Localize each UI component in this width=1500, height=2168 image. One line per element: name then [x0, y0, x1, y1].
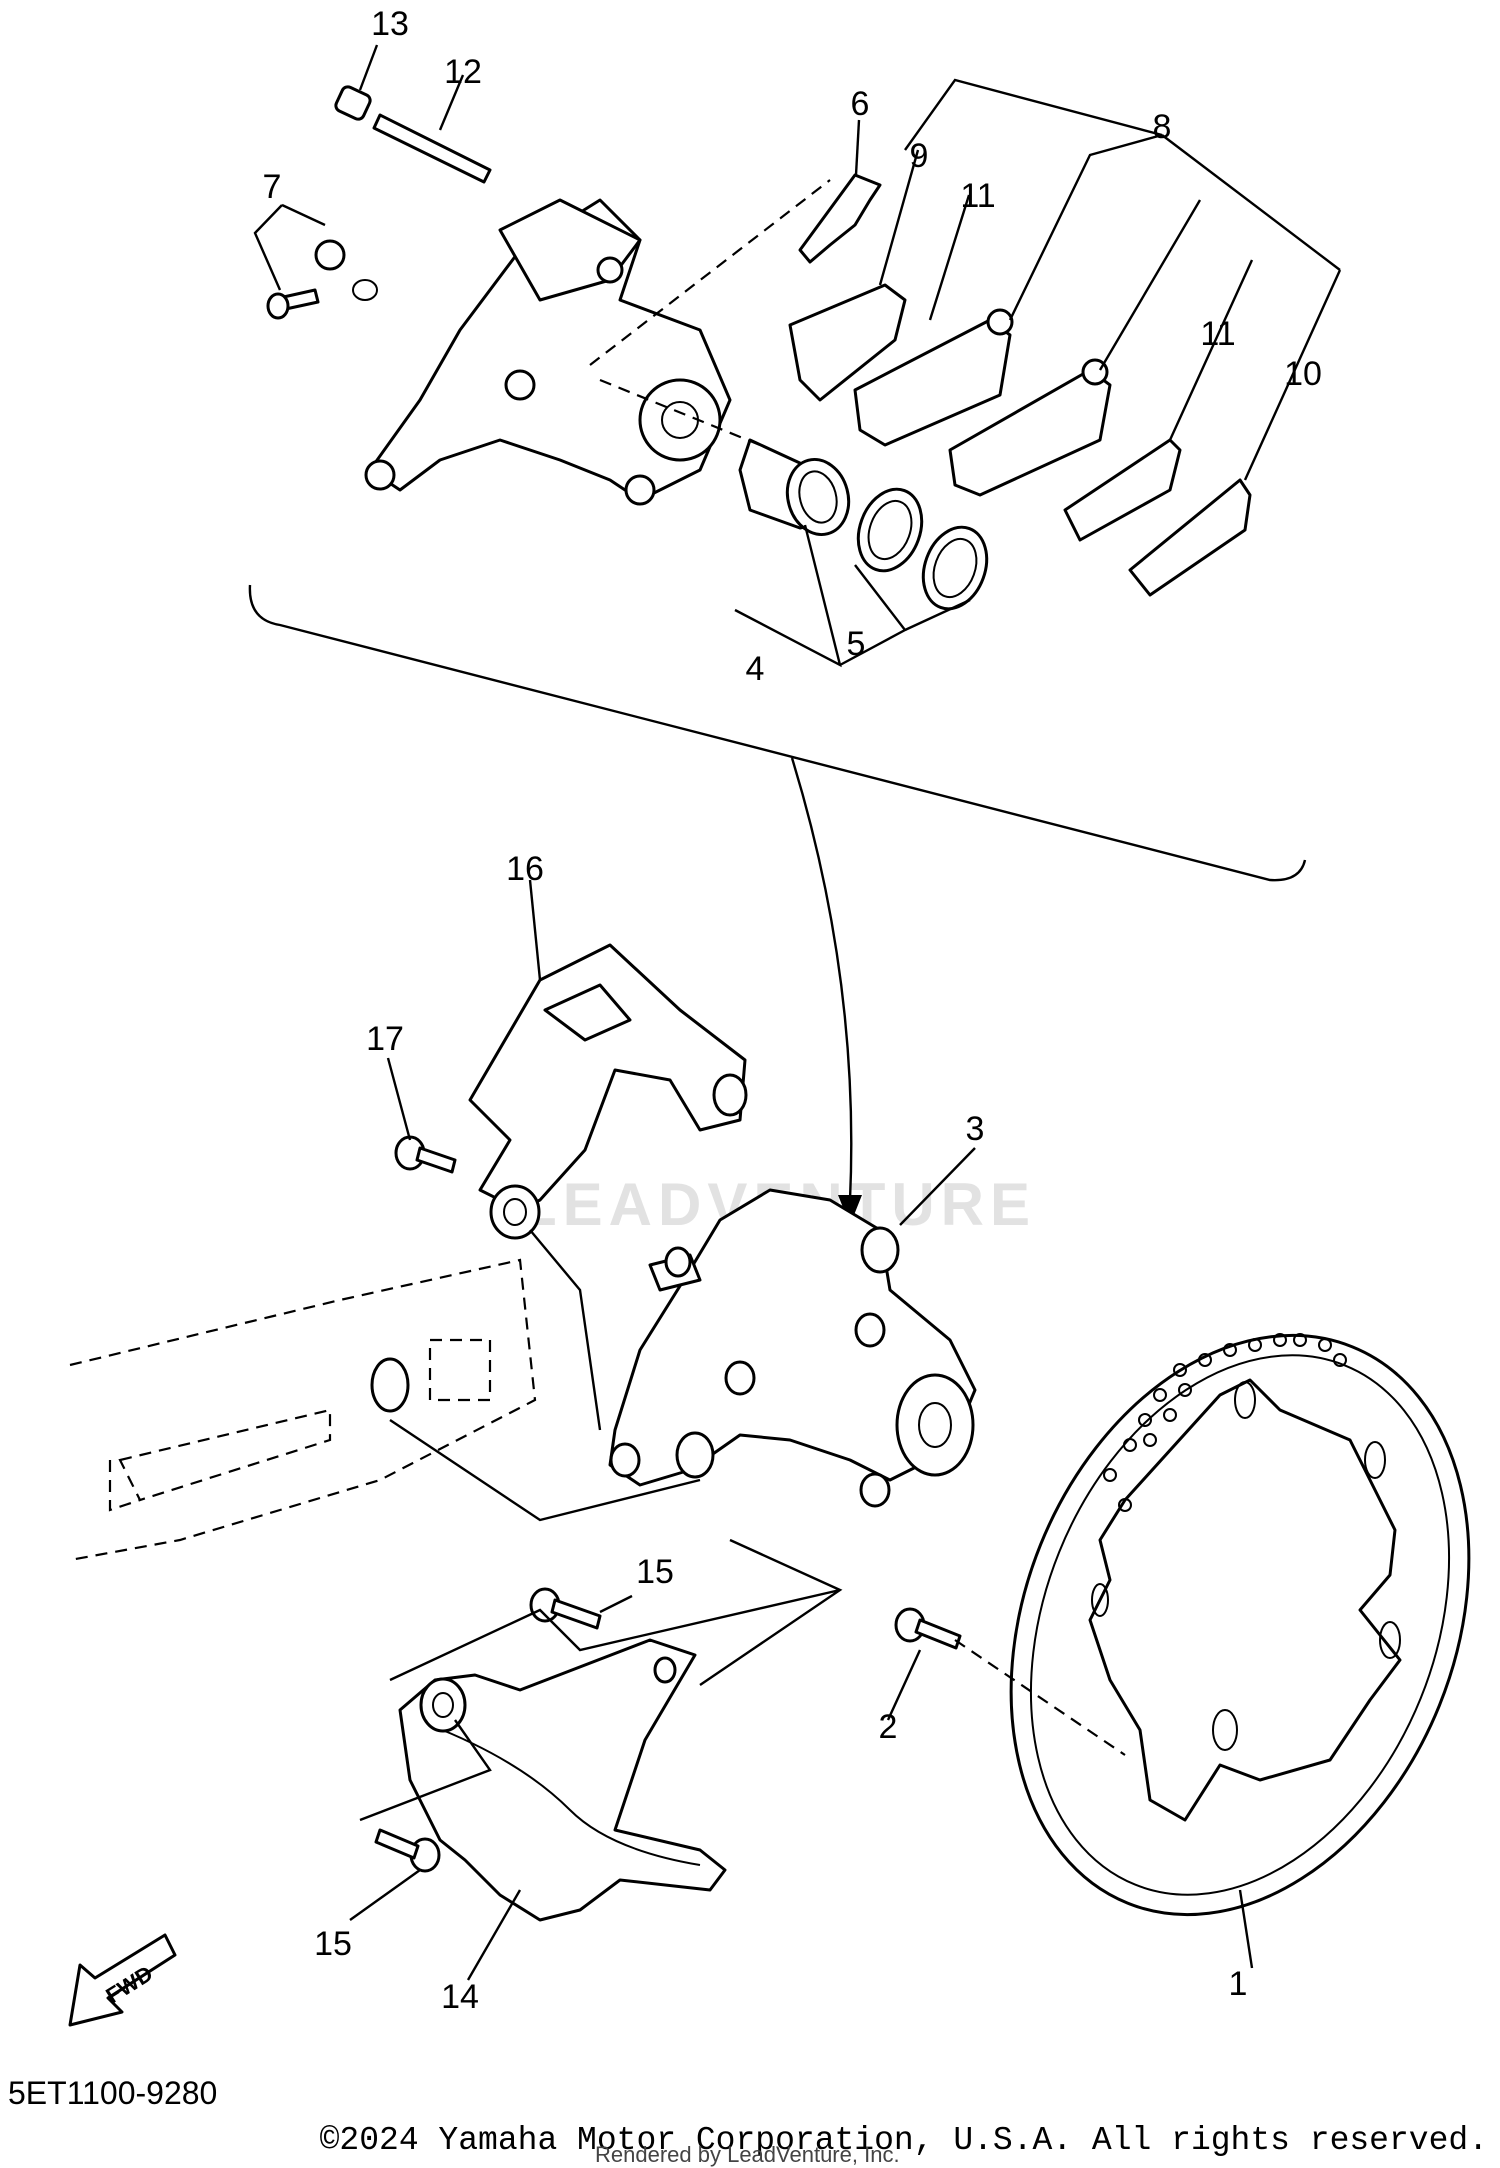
- callout-17: 17: [366, 1020, 404, 1058]
- caliper-bracket: [468, 943, 748, 1240]
- callout-11a: 11: [960, 177, 995, 215]
- fwd-arrow: FWD: [68, 1933, 177, 2027]
- copyright-notice: ©2024 Yamaha Motor Corporation, U.S.A. A…: [319, 2122, 1488, 2159]
- guide-lines-lower: [359, 1229, 1126, 1822]
- disc-guard: [398, 1638, 727, 1922]
- callout-1: 1: [1229, 1965, 1248, 2003]
- leader-lines-top: [253, 44, 1342, 668]
- callout-8: 8: [1153, 108, 1172, 146]
- callout-11b: 11: [1200, 315, 1235, 353]
- bolt-2: [894, 1607, 962, 1650]
- callout-15a: 15: [636, 1553, 674, 1591]
- rendered-by-notice: Rendered by LeadVenture, Inc.: [595, 2142, 900, 2167]
- callout-9: 9: [910, 137, 929, 175]
- swingarm-outline: [69, 1258, 537, 1562]
- bolt-17: [394, 1135, 457, 1174]
- bolts-15: [374, 1587, 602, 1873]
- callout-12: 12: [444, 53, 482, 91]
- leader-lines-lower: [349, 879, 1254, 1981]
- callout-7: 7: [263, 168, 282, 206]
- callout-3: 3: [966, 1110, 985, 1148]
- brake-disc: [1009, 1333, 1471, 1917]
- caliper-exploded-view: [266, 85, 1252, 611]
- callouts: 1 2 3 4 5 6 7 8 9 10 11 11 12 13 14 15 1…: [263, 5, 1322, 2016]
- callout-16: 16: [506, 850, 544, 888]
- callout-10: 10: [1284, 355, 1322, 393]
- callout-14: 14: [441, 1978, 479, 2016]
- callout-15b: 15: [314, 1925, 352, 1963]
- diagram-code: 5ET1100-9280: [8, 2075, 218, 2111]
- callout-13: 13: [371, 5, 409, 43]
- callout-4: 4: [746, 650, 765, 688]
- callout-6: 6: [851, 85, 870, 123]
- caliper-assembly: [608, 1188, 977, 1508]
- callout-5: 5: [847, 625, 866, 663]
- assembly-bracket: [248, 584, 1307, 1225]
- callout-2: 2: [879, 1708, 898, 1746]
